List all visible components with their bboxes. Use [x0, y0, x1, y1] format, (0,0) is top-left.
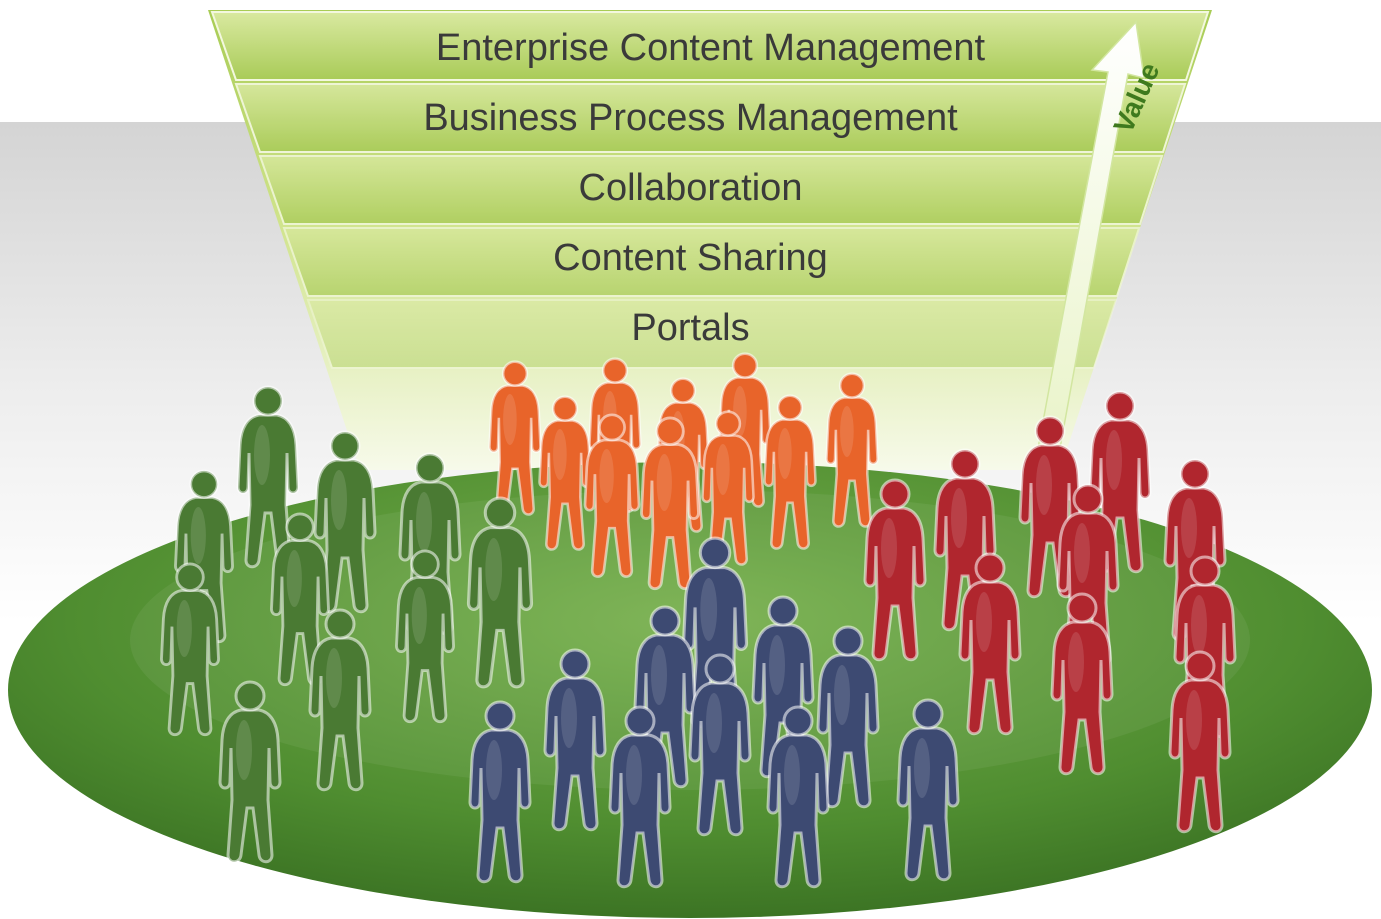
- person-figure: [236, 385, 300, 569]
- person-figure: [1168, 650, 1232, 834]
- person-figure: [863, 478, 927, 662]
- person-figure: [896, 698, 960, 882]
- tier-band-2: [234, 83, 1187, 153]
- person-figure: [488, 360, 542, 516]
- tier-band-4: [282, 227, 1141, 297]
- tier-label-enterprise-content-management: Enterprise Content Management: [435, 27, 986, 69]
- person-figure: [640, 416, 700, 591]
- person-figure: [688, 653, 752, 837]
- tier-band-5: [306, 299, 1118, 369]
- person-figure: [543, 648, 607, 832]
- person-figure: [270, 512, 330, 687]
- tier-band-1: [210, 11, 1210, 81]
- person-figure: [466, 496, 534, 689]
- person-figure: [583, 413, 641, 578]
- person-figure: [160, 562, 220, 737]
- person-figure: [958, 552, 1022, 736]
- person-figure: [395, 549, 455, 724]
- person-figure: [763, 394, 817, 550]
- person-figure: [816, 625, 880, 809]
- person-figure: [308, 608, 372, 792]
- person-figure: [701, 410, 755, 566]
- person-figure: [1050, 592, 1114, 776]
- person-figure: [766, 705, 830, 889]
- value-arrow: [1033, 20, 1145, 471]
- person-figure: [313, 430, 377, 614]
- person-figure: [218, 680, 282, 864]
- person-figure: [608, 705, 672, 889]
- person-figure: [825, 372, 879, 528]
- person-figure: [468, 700, 532, 884]
- people-crowd: [160, 352, 1237, 889]
- person-figure: [538, 395, 592, 551]
- tier-label-content-sharing: Content Sharing: [553, 237, 828, 279]
- tier-label-business-process-management: Business Process Management: [423, 97, 958, 139]
- tier-band-3: [258, 155, 1164, 225]
- tier-label-portals: Portals: [631, 307, 750, 349]
- tier-label-collaboration: Collaboration: [578, 167, 803, 209]
